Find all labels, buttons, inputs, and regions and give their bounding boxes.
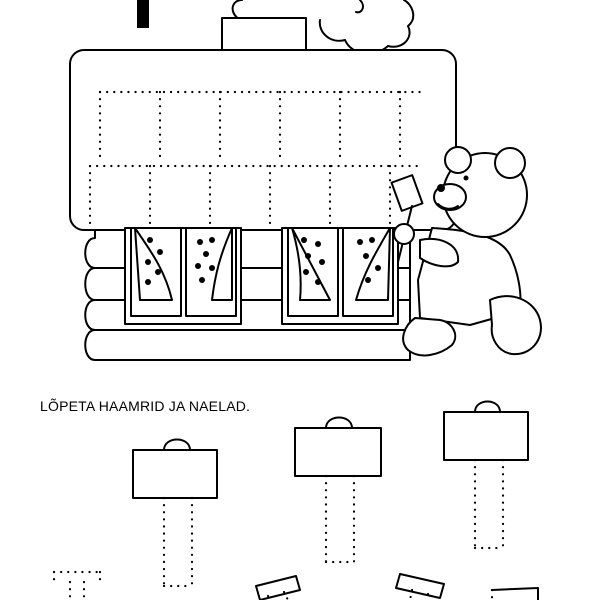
instruction-text: LÕPETA HAAMRID JA NAELAD. (40, 398, 251, 414)
nail-outline-3 (395, 573, 445, 600)
window-left (124, 227, 242, 325)
hammer-outline-1 (132, 438, 218, 588)
bear-with-hammer (390, 146, 542, 357)
hammer-outline-2 (294, 416, 382, 564)
chimney (221, 17, 307, 51)
hammer-outline-3 (443, 400, 529, 550)
window-right (281, 227, 399, 325)
black-bar (137, 0, 149, 28)
nail-outline-4 (490, 587, 539, 600)
roof (69, 49, 457, 231)
nail-outline-1 (52, 570, 102, 600)
nail-outline-2 (255, 575, 301, 600)
